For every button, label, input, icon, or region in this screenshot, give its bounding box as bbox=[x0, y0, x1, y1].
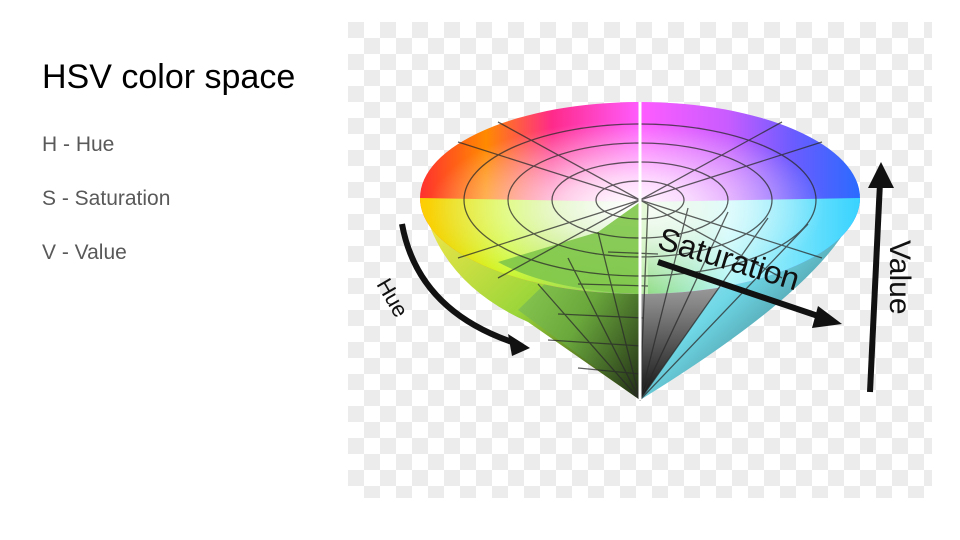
value-label: Value bbox=[883, 240, 916, 315]
hsv-cone-figure: Hue Saturation Value bbox=[348, 22, 932, 498]
bullet-hue: H - Hue bbox=[42, 133, 115, 156]
saturation-arrow bbox=[657, 259, 842, 328]
bullet-list: H - Hue S - Saturation V - Value bbox=[42, 132, 170, 294]
bullet-saturation: S - Saturation bbox=[42, 187, 171, 210]
hsv-cone-svg: Hue Saturation Value bbox=[348, 22, 932, 498]
bullet-value: V - Value bbox=[42, 241, 127, 264]
value-arrow bbox=[867, 162, 894, 393]
slide-title: HSV color space bbox=[42, 58, 296, 96]
hue-arrow bbox=[399, 223, 530, 356]
hsv-cone bbox=[420, 102, 860, 401]
